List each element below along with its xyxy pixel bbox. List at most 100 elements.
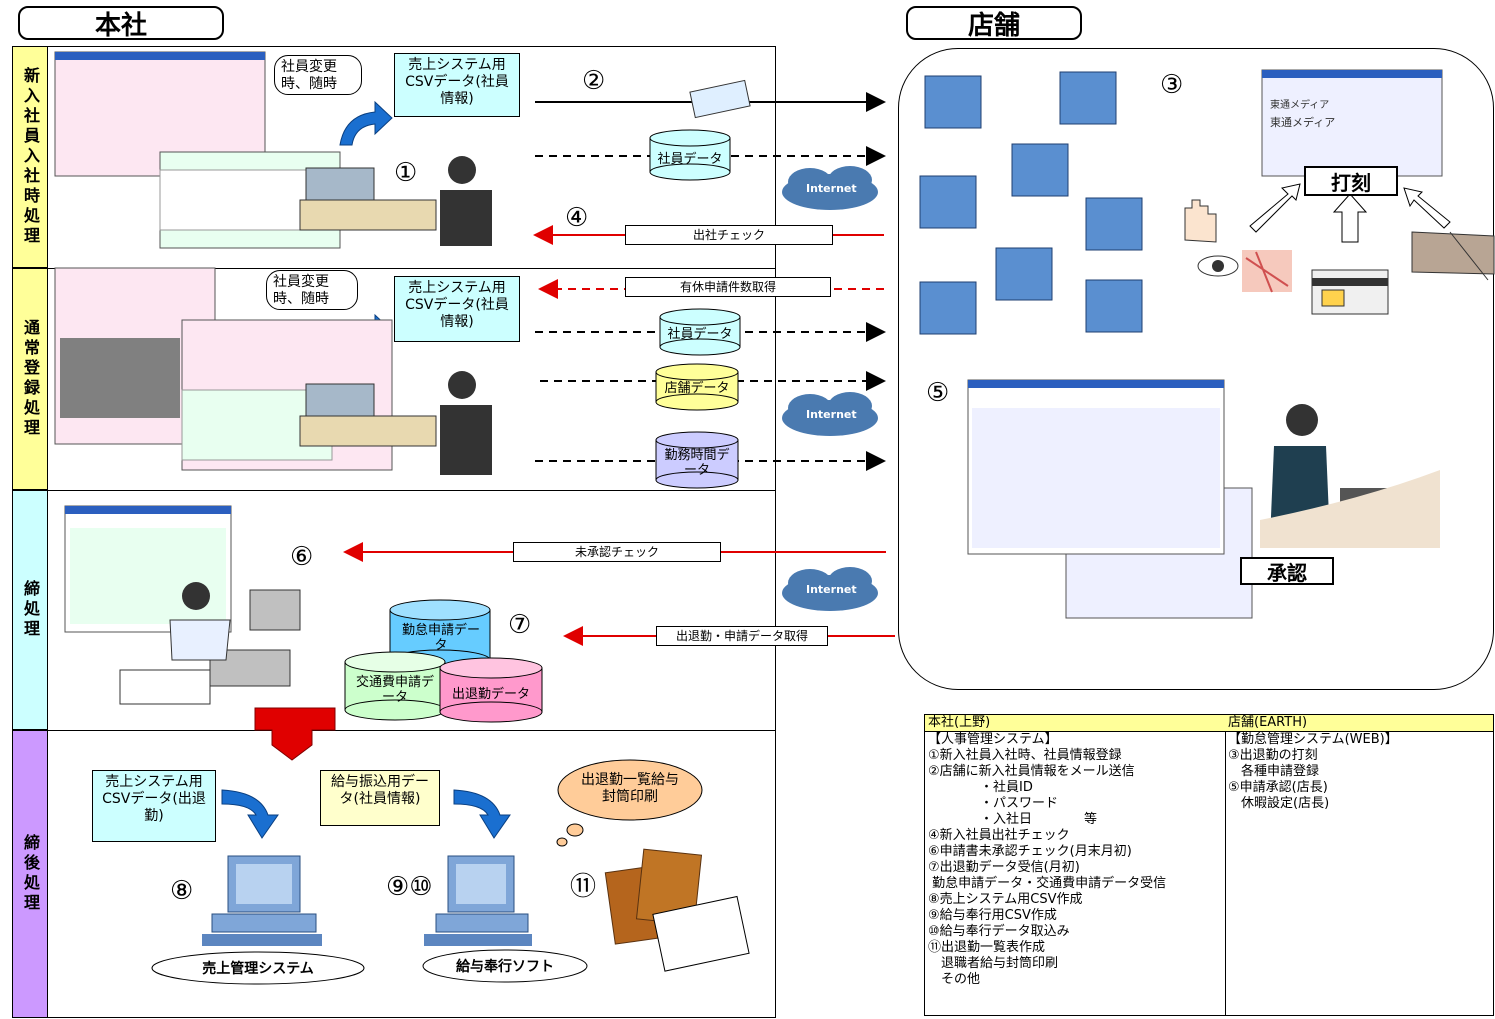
hollow-arrow	[1332, 193, 1368, 243]
db-label: 出退勤データ	[446, 680, 536, 708]
db-cylinder	[344, 651, 446, 721]
db-cylinder	[655, 431, 739, 489]
internet-text: Internet	[806, 408, 857, 421]
internet-label: Internet	[806, 182, 857, 195]
section-divider	[48, 730, 776, 731]
legend-line: ⑩給与奉行データ取込み	[928, 924, 1070, 939]
csv-note-text: 売上システム用CSVデータ(社員情報)	[405, 57, 509, 107]
section-divider	[48, 268, 776, 269]
change-bubble: 社員変更時、随時	[266, 270, 358, 310]
legend-line: ・パスワード	[928, 796, 1059, 811]
envelope-icon	[604, 848, 750, 972]
store-header-label: 店舗	[967, 10, 1020, 41]
leave-label-text: 有休申請件数取得	[679, 280, 776, 294]
legend-line: ⑧売上システム用CSV作成	[928, 892, 1083, 907]
step-number-text: ⑨⑩	[386, 872, 433, 902]
step-number: ⑥	[290, 544, 313, 570]
csv-note-text: 売上システム用CSVデータ(社員情報)	[405, 280, 509, 330]
section-label-post-closing: 締後処理	[12, 730, 48, 1018]
hq-header-label: 本社	[94, 10, 147, 41]
red-down-arrow	[254, 707, 336, 761]
leave-label-box: 有休申請件数取得	[625, 277, 831, 297]
internet-label: Internet	[806, 408, 857, 421]
approval-screen	[967, 379, 1253, 619]
step-number-text: ⑥	[290, 542, 314, 572]
legend-line: 【勤怠管理システム(WEB)】	[1228, 732, 1398, 747]
legend-store-column: 店舗(EARTH) 【勤怠管理システム(WEB)】 ③出退勤の打刻 各種申請登録…	[1225, 715, 1493, 1015]
legend-hq-header-text: 本社(上野)	[928, 715, 991, 730]
step-number: ②	[582, 68, 605, 94]
db-label: 店舗データ	[656, 376, 738, 400]
unapproved-label-box: 未承認チェック	[513, 542, 721, 562]
legend-line: 退職者給与封筒印刷	[928, 956, 1059, 971]
db-label-text: 勤務時間データ	[664, 448, 730, 478]
legend-store-header-text: 店舗(EARTH)	[1228, 715, 1308, 730]
screen-text-line: 東通メディア	[1270, 116, 1336, 129]
legend-hq-header: 本社(上野)	[925, 715, 1225, 732]
blue-curved-arrow	[339, 100, 393, 146]
db-label: 勤怠申請データ	[396, 620, 486, 656]
section-label-text: 締後処理	[21, 834, 40, 914]
db-cylinder	[649, 129, 731, 181]
legend-store-header: 店舗(EARTH)	[1225, 715, 1493, 732]
step-number: ③	[1160, 72, 1183, 98]
csv-note-text: 売上システム用CSVデータ(出退勤)	[102, 774, 206, 824]
section-label-closing: 締処理	[12, 490, 48, 730]
punch-button[interactable]: 打刻	[1304, 166, 1398, 196]
step-number-text: ③	[1160, 70, 1184, 100]
step-number: ⑧	[170, 878, 193, 904]
db-label-text: 勤怠申請データ	[401, 623, 480, 653]
hand-icon	[1184, 199, 1217, 243]
screen-text: 東通メディア	[1270, 114, 1335, 130]
legend-line: ⑪出退勤一覧表作成	[928, 940, 1046, 955]
step-number: ⑨⑩	[386, 874, 433, 900]
eye-icon	[1197, 255, 1239, 277]
legend-line: ①新入社員入社時、社員情報登録	[928, 748, 1122, 763]
internet-label: Internet	[806, 583, 857, 596]
hq-header: 本社	[18, 6, 224, 41]
blue-curved-arrow	[453, 789, 511, 839]
section-label-text: 締処理	[21, 580, 40, 640]
mail-icon	[689, 79, 751, 119]
unapproved-label-text: 未承認チェック	[574, 545, 659, 559]
approve-button[interactable]: 承認	[1240, 557, 1334, 585]
db-cylinder	[655, 363, 739, 411]
system-label-text: 給与奉行ソフト	[456, 959, 554, 975]
step-number-text: ④	[565, 203, 589, 233]
fetch-label-text: 出退勤・申請データ取得	[675, 629, 808, 643]
legend-line: ⑨給与奉行用CSV作成	[928, 908, 1057, 923]
fetch-label-box: 出退勤・申請データ取得	[656, 626, 828, 646]
section-label-text: 通常登録処理	[21, 319, 40, 439]
hollow-arrow	[1403, 187, 1451, 229]
legend-line: 休暇設定(店長)	[1228, 796, 1330, 811]
system-label: 売上管理システム	[152, 958, 364, 978]
step-number: ⑪	[570, 874, 596, 900]
csv-note: 売上システム用CSVデータ(社員情報)	[394, 53, 520, 117]
section-label-text: 新入社員入社時処理	[21, 67, 40, 247]
db-label: 社員データ	[660, 322, 740, 346]
db-label-text: 社員データ	[667, 326, 733, 342]
step-number-text: ①	[394, 158, 418, 188]
change-bubble-text: 社員変更時、随時	[273, 274, 329, 307]
legend-line: 勤怠申請データ・交通費申請データ受信	[928, 876, 1167, 891]
check-label-text: 出社チェック	[692, 228, 765, 242]
section-divider	[48, 490, 776, 491]
db-label: 交通費申請データ	[350, 672, 440, 708]
db-label: 社員データ	[650, 146, 730, 172]
legend-hq-column: 本社(上野) 【人事管理システム】 ①新入社員入社時、社員情報登録 ②店舗に新入…	[925, 715, 1226, 1015]
internet-cloud	[782, 567, 878, 611]
store-panel	[898, 48, 1494, 690]
internet-cloud	[782, 166, 878, 210]
legend-line: ③出退勤の打刻	[1228, 748, 1318, 763]
card-icon	[1311, 269, 1389, 315]
operator-figure	[119, 582, 301, 705]
salary-note: 給与振込用データ(社員情報)	[320, 770, 440, 826]
legend-line: ⑥申請書未承認チェック(月末月初)	[928, 844, 1132, 859]
db-label-text: 店舗データ	[664, 380, 730, 396]
step-number: ⑦	[508, 612, 531, 638]
system-oval	[422, 949, 588, 983]
print-cloud-label: 出退勤一覧給与封筒印刷	[581, 772, 679, 805]
vein-icon	[1242, 250, 1292, 293]
legend-line: ②店舗に新入社員情報をメール送信	[928, 764, 1135, 779]
legend-line: ⑦出退勤データ受信(月初)	[928, 860, 1080, 875]
